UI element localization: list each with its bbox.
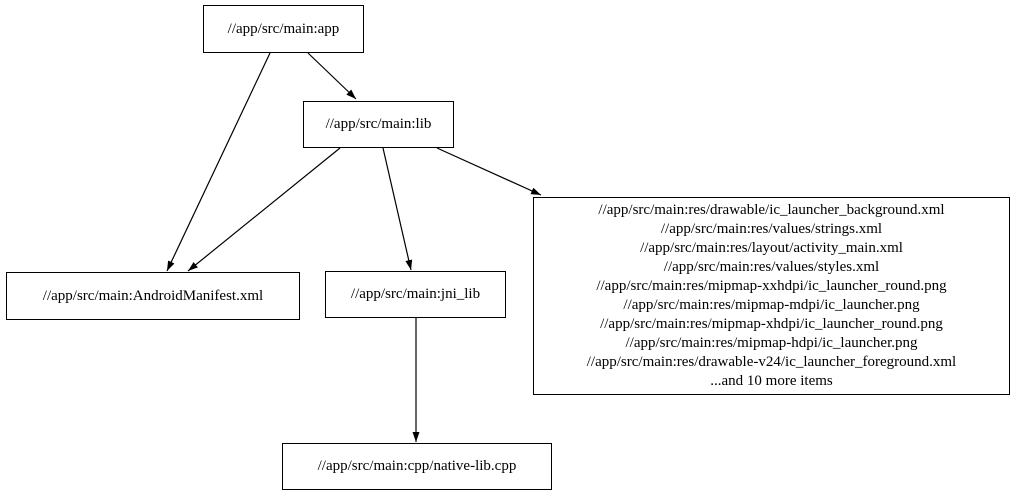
- node-android-manifest-label: //app/src/main:AndroidManifest.xml: [42, 287, 264, 304]
- node-res-group-line: //app/src/main:res/layout/activity_main.…: [640, 240, 903, 256]
- node-jni-lib: //app/src/main:jni_lib: [325, 271, 506, 318]
- node-res-group-line: //app/src/main:res/drawable-v24/ic_launc…: [586, 354, 957, 370]
- node-jni-lib-label: //app/src/main:jni_lib: [350, 286, 481, 302]
- node-lib-label: //app/src/main:lib: [325, 116, 432, 132]
- node-res-group-line: //app/src/main:res/mipmap-xxhdpi/ic_laun…: [596, 278, 947, 294]
- node-res-group-line: //app/src/main:res/mipmap-mdpi/ic_launch…: [623, 297, 920, 313]
- edge-lib-to-jni-lib: [382, 147, 413, 271]
- node-res-group: //app/src/main:res/drawable/ic_launcher_…: [533, 197, 1010, 395]
- node-res-group-line: //app/src/main:res/values/styles.xml: [663, 259, 880, 275]
- node-res-group-line: ...and 10 more items: [710, 373, 833, 389]
- node-res-group-line: //app/src/main:res/mipmap-hdpi/ic_launch…: [625, 335, 918, 351]
- node-app-label: //app/src/main:app: [227, 20, 340, 37]
- edge-lib-to-manifest: [187, 147, 341, 272]
- edge-lib-to-res-group: [436, 147, 542, 196]
- node-res-group-line: //app/src/main:res/mipmap-xhdpi/ic_launc…: [600, 316, 943, 332]
- edge-app-to-manifest: [166, 52, 271, 272]
- node-android-manifest: //app/src/main:AndroidManifest.xml: [6, 272, 300, 320]
- node-res-group-line: //app/src/main:res/drawable/ic_launcher_…: [598, 202, 945, 218]
- node-native-cpp: //app/src/main:cpp/native-lib.cpp: [282, 443, 552, 490]
- node-app: //app/src/main:app: [203, 5, 364, 53]
- edge-app-to-lib: [307, 52, 357, 100]
- node-res-group-line: //app/src/main:res/values/strings.xml: [660, 221, 883, 237]
- node-lib: //app/src/main:lib: [303, 101, 454, 148]
- node-native-cpp-label: //app/src/main:cpp/native-lib.cpp: [317, 458, 517, 474]
